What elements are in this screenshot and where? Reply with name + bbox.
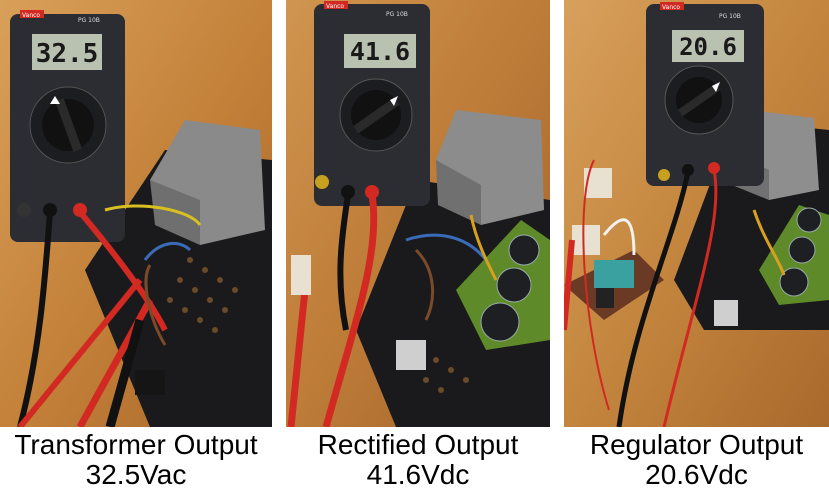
svg-text:Vanco: Vanco [22, 12, 40, 19]
caption-title: Regulator Output [589, 429, 804, 460]
svg-text:Vanco: Vanco [326, 3, 344, 10]
svg-text:Vanco: Vanco [662, 4, 680, 11]
svg-text:PG 10B: PG 10B [78, 17, 100, 24]
lcd-display [32, 34, 102, 70]
lcd-reading: 20.6 [679, 33, 737, 61]
caption-value: 41.6Vdc [366, 459, 470, 490]
lcd-display [672, 30, 744, 62]
caption-rectified: Rectified Output 41.6Vdc [286, 430, 550, 490]
lcd-reading: 32.5 [36, 39, 99, 69]
caption-value: 20.6Vdc [645, 459, 748, 490]
photo-transformer-output: Vanco PG 10B 32.5 [0, 0, 272, 427]
caption-title: Rectified Output [317, 429, 519, 460]
svg-text:PG 10B: PG 10B [719, 13, 741, 20]
caption-value: 32.5Vac [85, 459, 187, 490]
base-plate-holes [167, 257, 238, 333]
caption-regulator: Regulator Output 20.6Vdc [564, 430, 829, 490]
photo-regulator-output: Vanco PG 10B 20.6 [564, 0, 829, 427]
lcd-reading: 41.6 [350, 37, 410, 66]
caption-title: Transformer Output [14, 429, 258, 460]
photo-rectified-output: Vanco PG 10B 41.6 [286, 0, 550, 427]
svg-text:PG 10B: PG 10B [386, 11, 408, 18]
caption-transformer: Transformer Output 32.5Vac [0, 430, 272, 490]
lcd-display [344, 34, 416, 68]
